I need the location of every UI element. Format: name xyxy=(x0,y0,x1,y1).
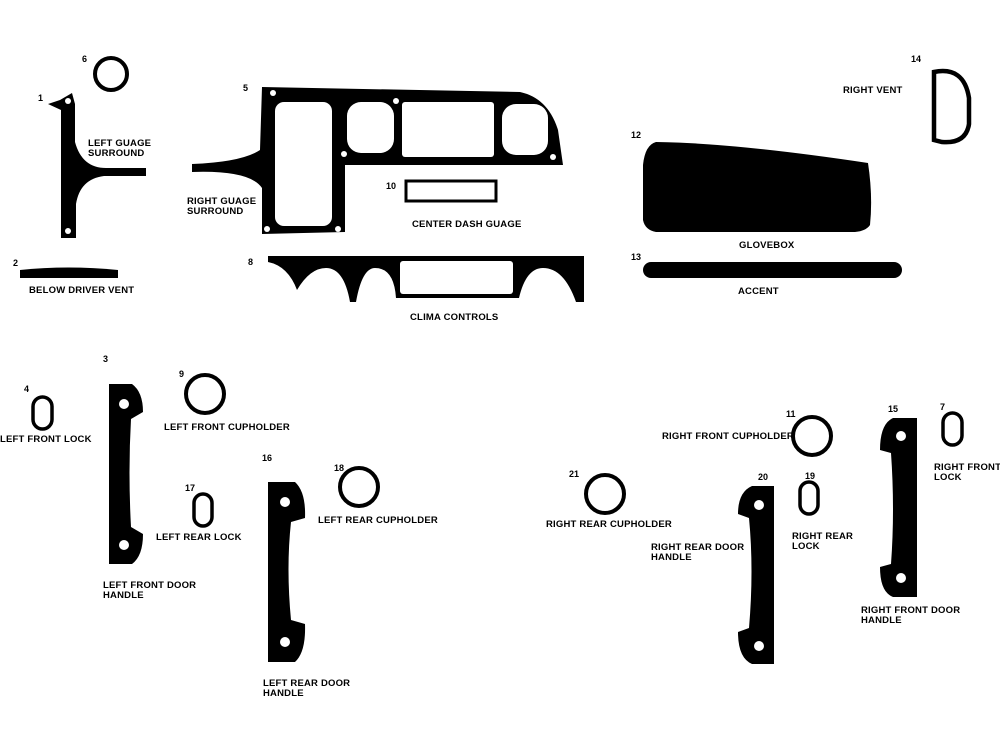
part-label: LEFT REAR CUPHOLDER xyxy=(318,515,438,526)
part-3-shape xyxy=(109,384,143,564)
part-label: CENTER DASH GUAGE xyxy=(412,219,522,230)
part-label: RIGHT FRONT CUPHOLDER xyxy=(662,431,794,442)
part-number: 15 xyxy=(888,404,898,414)
part-number: 1 xyxy=(38,93,43,103)
part-number: 19 xyxy=(805,471,815,481)
part-label: GLOVEBOX xyxy=(739,240,795,251)
part-number: 17 xyxy=(185,483,195,493)
part-19-shape xyxy=(798,480,820,516)
part-number: 21 xyxy=(569,469,579,479)
part-6-ring xyxy=(93,56,129,92)
part-number: 4 xyxy=(24,384,29,394)
part-label: LEFT REAR LOCK xyxy=(156,532,242,543)
part-number: 9 xyxy=(179,369,184,379)
part-number: 7 xyxy=(940,402,945,412)
part-18-ring xyxy=(338,466,380,508)
part-number: 11 xyxy=(786,409,796,419)
part-label: RIGHT VENT xyxy=(843,85,903,96)
part-number: 16 xyxy=(262,453,272,463)
part-label: RIGHT REAR CUPHOLDER xyxy=(546,519,672,530)
part-label: RIGHT REAR LOCK xyxy=(792,531,856,552)
part-4-shape xyxy=(31,395,54,431)
part-1-shape xyxy=(48,93,146,238)
part-number: 14 xyxy=(911,54,921,64)
part-number: 2 xyxy=(13,258,18,268)
part-15-shape xyxy=(880,418,917,597)
part-5-shape xyxy=(192,87,563,234)
part-16-shape xyxy=(268,482,306,662)
part-label: LEFT FRONT LOCK xyxy=(0,434,92,445)
part-label: LEFT FRONT DOOR HANDLE xyxy=(103,580,199,601)
part-10-shape xyxy=(404,179,498,203)
part-20-shape xyxy=(738,486,774,664)
part-14-shape xyxy=(931,68,972,145)
part-number: 8 xyxy=(248,257,253,267)
part-label: CLIMA CONTROLS xyxy=(410,312,498,323)
part-label: LEFT FRONT CUPHOLDER xyxy=(164,422,290,433)
part-label: ACCENT xyxy=(738,286,779,297)
part-9-ring xyxy=(184,373,226,415)
part-label: BELOW DRIVER VENT xyxy=(29,285,134,296)
part-label: RIGHT FRONT LOCK xyxy=(934,462,1000,483)
part-number: 18 xyxy=(334,463,344,473)
part-label: RIGHT GUAGE SURROUND xyxy=(187,196,259,217)
part-number: 6 xyxy=(82,54,87,64)
part-number: 20 xyxy=(758,472,768,482)
part-number: 3 xyxy=(103,354,108,364)
part-21-ring xyxy=(584,473,626,515)
part-7-shape xyxy=(941,411,964,447)
part-17-shape xyxy=(192,492,214,528)
part-2-shape xyxy=(20,267,118,278)
part-number: 10 xyxy=(386,181,396,191)
part-8-shape xyxy=(268,256,584,302)
part-11-ring xyxy=(791,415,833,457)
part-label: LEFT REAR DOOR HANDLE xyxy=(263,678,353,699)
part-label: LEFT GUAGE SURROUND xyxy=(88,138,154,159)
part-number: 13 xyxy=(631,252,641,262)
part-13-shape xyxy=(643,262,902,278)
part-label: RIGHT REAR DOOR HANDLE xyxy=(651,542,747,563)
part-number: 5 xyxy=(243,83,248,93)
part-number: 12 xyxy=(631,130,641,140)
part-label: RIGHT FRONT DOOR HANDLE xyxy=(861,605,963,626)
part-12-shape xyxy=(643,142,872,232)
